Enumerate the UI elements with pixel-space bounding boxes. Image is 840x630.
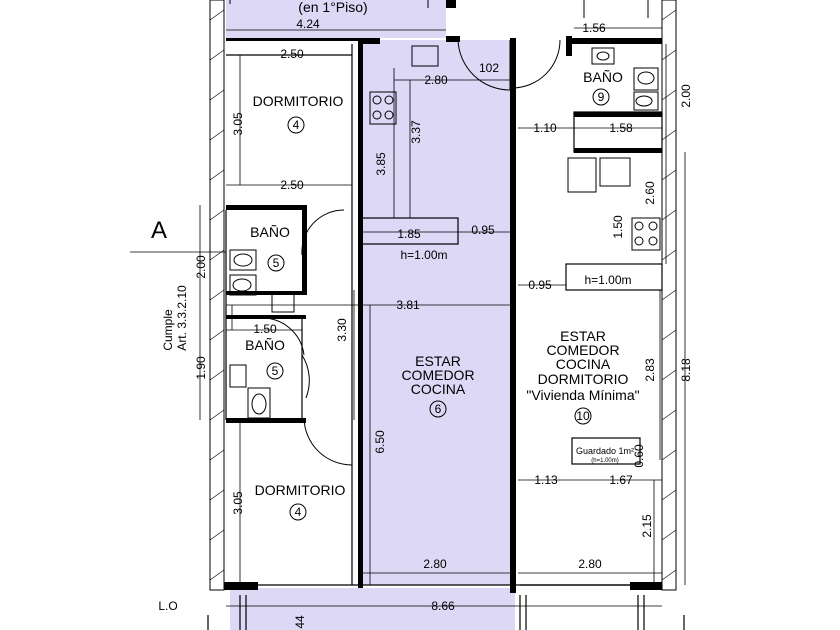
section-marker: A: [151, 217, 167, 244]
kitchen-stove-right: [631, 217, 661, 251]
guardado-label: Guardado 1m²: [576, 446, 634, 456]
dim-1-90: 1.90: [194, 356, 208, 380]
wall-hatching: [209, 9, 677, 581]
room-bano-1-name: BAÑO: [250, 224, 290, 240]
room-estar-10-line3: COCINA: [556, 356, 611, 372]
room-dorm-bottom-circle: [289, 503, 307, 521]
dim-2-80-bottom-right: 2.80: [578, 557, 602, 571]
dim-8-66: 8.66: [431, 599, 455, 613]
dim-2-00-left: 2.00: [194, 255, 208, 279]
dim-2-83: 2.83: [643, 358, 657, 382]
dim-3-05-bottom: 3.05: [231, 491, 245, 515]
room-bano-2-name: BAÑO: [245, 337, 285, 353]
room-estar-10-line1: ESTAR: [560, 328, 606, 344]
note-article: Art. 3.3.2.10: [175, 285, 189, 351]
dim-0-95-a: 0.95: [471, 223, 495, 237]
dim-1-67: 1.67: [609, 473, 633, 487]
dim-top-width: 4.24: [296, 17, 320, 31]
dim-8-18: 8.18: [679, 358, 693, 382]
dim-2-80-a: 2.80: [424, 73, 448, 87]
dim-1-50: 1.50: [253, 322, 277, 336]
fill-estar-6: [362, 40, 512, 585]
room-estar-10-line4: DORMITORIO: [538, 371, 629, 387]
counter-height-right: h=1.00m: [584, 273, 631, 287]
kitchen-stove-left: [369, 45, 631, 193]
room-estar-10-circle: [574, 407, 592, 425]
baseline-label: L.O: [158, 599, 177, 613]
room-estar-10-line5: "Vivienda Mínima": [526, 387, 639, 403]
dim-3-85: 3.85: [374, 152, 388, 176]
dim-3-37: 3.37: [409, 120, 423, 144]
room-bano-1-num: 5: [273, 256, 280, 270]
floor-note: (en 1°Piso): [298, 0, 367, 15]
dim-2-50-top: 2.50: [280, 47, 304, 61]
door-number-102: 102: [479, 61, 499, 75]
fill-top-unit: [226, 0, 446, 38]
dim-3-30: 3.30: [335, 318, 349, 342]
dim-0-95-b: 0.95: [528, 278, 552, 292]
dim-1-56: 1.56: [582, 21, 606, 35]
door-swings: [229, 0, 649, 466]
dimension-lines: [199, 27, 686, 607]
dim-1-50-right: 1.50: [611, 215, 625, 239]
dim-44: 44: [293, 615, 307, 629]
dim-2-60: 2.60: [643, 181, 657, 205]
counter-height-left: h=1.00m: [400, 248, 447, 262]
bathroom-fixtures: [229, 47, 659, 419]
room-bano-2-num: 5: [272, 364, 279, 378]
note-cumple: Cumple: [161, 309, 175, 351]
dim-0-60: 0.60: [632, 444, 646, 468]
room-estar-6-num: 6: [435, 402, 442, 416]
room-bano-1-circle: [267, 254, 285, 272]
dim-2-80-bottom-left: 2.80: [423, 557, 447, 571]
room-dorm-top-num: 4: [293, 118, 300, 132]
dim-1-85: 1.85: [397, 227, 421, 241]
room-bano-9-circle: [592, 88, 610, 106]
room-bano-9-num: 9: [598, 90, 605, 104]
room-estar-6-circle: [429, 400, 447, 418]
room-dorm-bottom-num: 4: [295, 505, 302, 519]
dim-6-50: 6.50: [373, 430, 387, 454]
fill-stair-bottom: [230, 588, 515, 630]
room-estar-10-line2: COMEDOR: [546, 342, 619, 358]
dim-1-10: 1.10: [533, 121, 557, 135]
bottom-ticks: [207, 595, 685, 630]
dim-1-13: 1.13: [534, 473, 558, 487]
dim-2-00-right: 2.00: [679, 84, 693, 108]
room-dorm-top-name: DORMITORIO: [253, 93, 344, 109]
room-estar-6-line1: ESTAR: [415, 353, 461, 369]
room-dorm-top-circle: [287, 116, 305, 134]
room-estar-6-line3: COCINA: [411, 381, 466, 397]
room-estar-6-line2: COMEDOR: [401, 367, 474, 383]
dim-2-15: 2.15: [640, 514, 654, 538]
dim-3-81: 3.81: [396, 298, 420, 312]
room-bano-9-name: BAÑO: [583, 69, 623, 85]
room-estar-10-num: 10: [576, 409, 590, 423]
interior-walls: [224, 0, 662, 593]
room-dorm-bottom-name: DORMITORIO: [255, 482, 346, 498]
room-bano-2-circle: [266, 362, 284, 380]
dim-2-50-mid: 2.50: [280, 178, 304, 192]
dim-1-58: 1.58: [609, 121, 633, 135]
guardado-sub: (h=1.00m): [591, 458, 619, 464]
dim-3-05-top: 3.05: [231, 112, 245, 136]
